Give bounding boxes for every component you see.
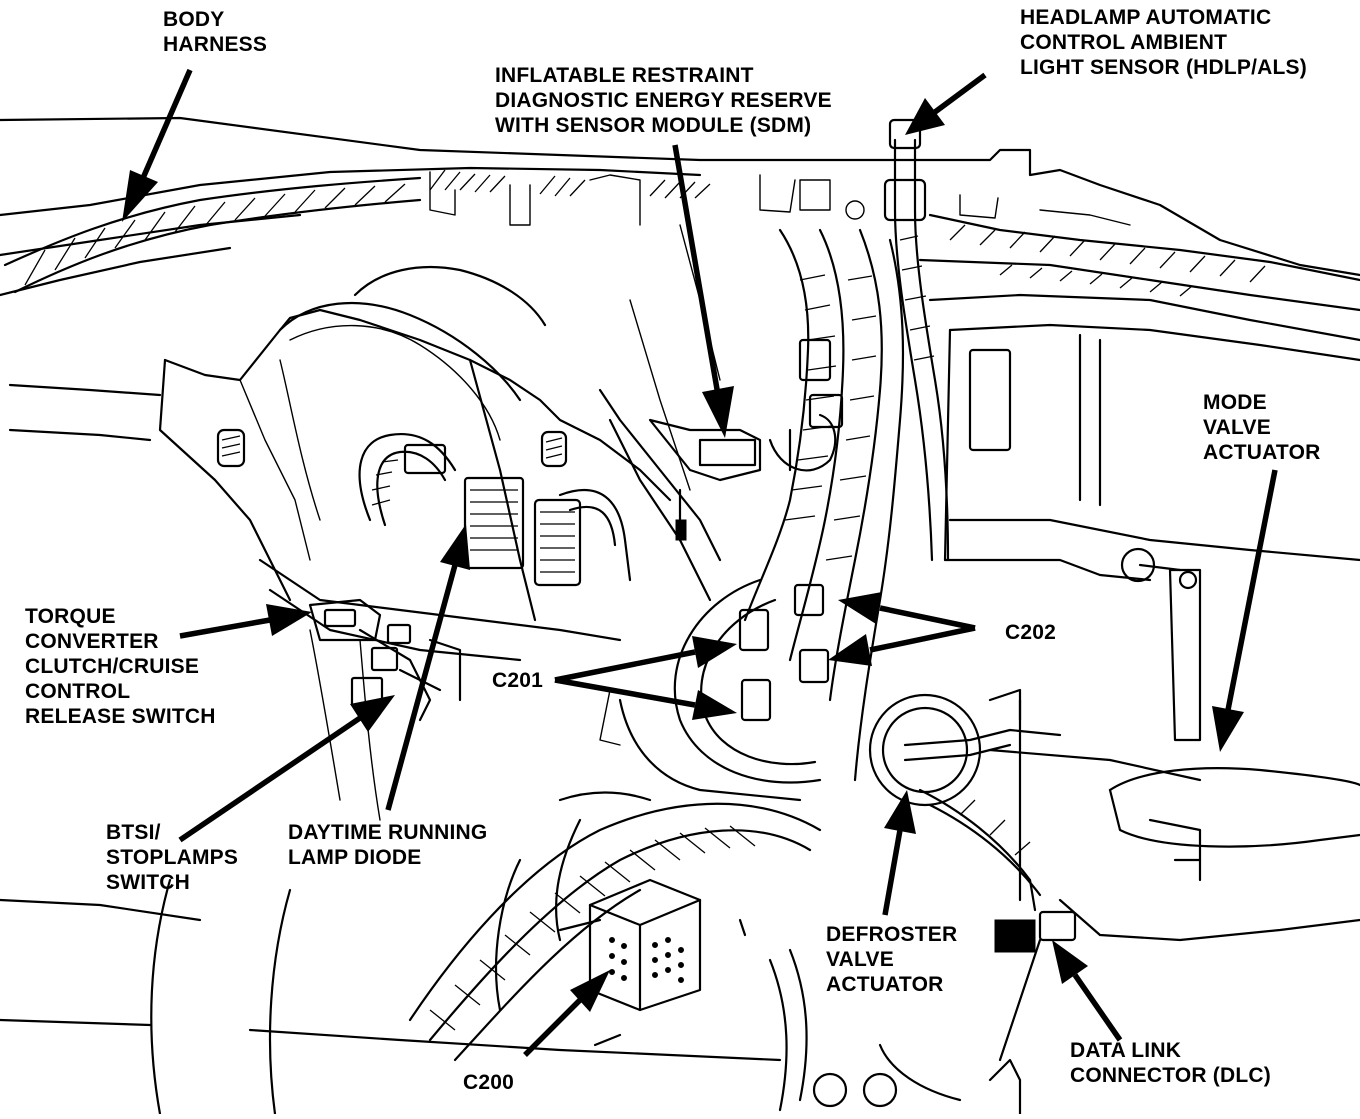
lower-panel (0, 629, 1042, 1116)
body-harness-label: BODY HARNESS (163, 8, 268, 56)
c200-label: C200 (463, 1071, 515, 1094)
hvac-module (943, 323, 1360, 942)
main-harness-bundle (599, 118, 950, 802)
dlc-cable (918, 788, 1077, 953)
tcc-release-switch-label: TORQUE CONVERTER CLUTCH/CRUISE CONTROL R… (25, 605, 216, 728)
defroster-valve-actuator-label: DEFROSTER VALVE ACTUATOR (826, 923, 958, 996)
dlc-label: DATA LINK CONNECTOR (DLC) (1070, 1039, 1271, 1087)
mode-valve-actuator-label: MODE VALVE ACTUATOR (1203, 391, 1321, 464)
btsi-stoplamps-switch-label: BTSI/ STOPLAMPS SWITCH (106, 821, 239, 894)
sdm-label: INFLATABLE RESTRAINT DIAGNOSTIC ENERGY R… (495, 64, 832, 137)
hdlp-als-label: HEADLAMP AUTOMATIC CONTROL AMBIENT LIGHT… (1020, 6, 1307, 79)
drl-diode-label: DAYTIME RUNNING LAMP DIODE (288, 821, 488, 869)
center-wiring (358, 413, 837, 587)
defroster-actuator-shape (868, 688, 1062, 807)
instrument-panel-outline (0, 116, 1360, 342)
leader-arrows (122, 68, 1278, 1057)
c201-label: C201 (492, 669, 544, 692)
steering-column-area (8, 224, 722, 662)
c202-label: C202 (1005, 621, 1057, 644)
body-harness-cable (3, 176, 422, 294)
